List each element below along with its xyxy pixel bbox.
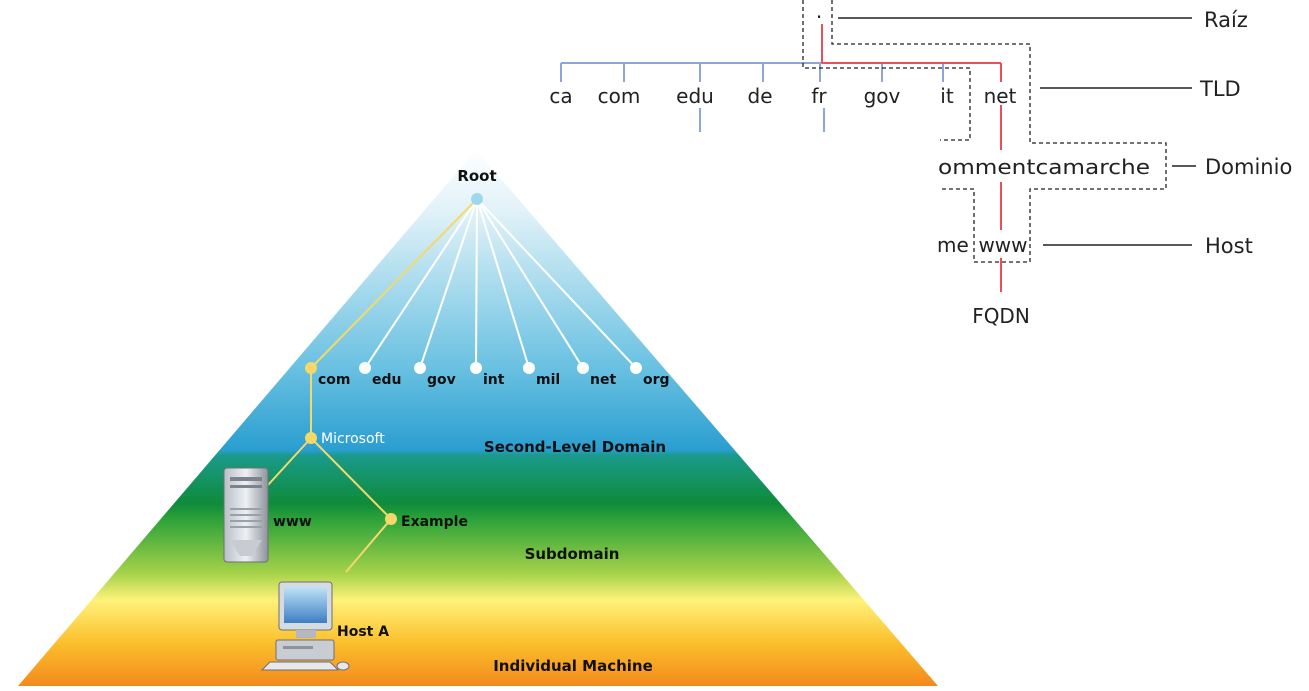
microsoft-label: Microsoft xyxy=(321,431,385,447)
fqdn-path xyxy=(821,24,1002,292)
dns-tree: . ca com edu de fr gov it net ommentcama… xyxy=(549,0,1292,328)
tld-label-org: org xyxy=(643,372,670,388)
tld-label-mil: mil xyxy=(536,372,560,388)
server-icon xyxy=(223,467,269,563)
second-level-domain-band-label: Second-Level Domain xyxy=(484,438,666,456)
tree-tld-net: net xyxy=(984,84,1017,108)
tree-tld-ca: ca xyxy=(549,84,572,108)
example-label: Example xyxy=(401,514,468,530)
tld-node-mil xyxy=(523,362,535,374)
level-label-root: Raíz xyxy=(1204,8,1248,32)
dns-pyramid: Root com edu gov int mil net org Microso… xyxy=(18,150,938,686)
tld-label-int: int xyxy=(483,372,505,388)
tree-tld-gov: gov xyxy=(864,84,901,108)
tld-node-org xyxy=(630,362,642,374)
tld-label-edu: edu xyxy=(372,372,401,388)
tld-label-gov: gov xyxy=(427,372,456,388)
subdomain-band-label: Subdomain xyxy=(525,545,620,563)
computer-icon xyxy=(260,581,350,671)
root-to-tld-links xyxy=(364,198,637,369)
tld-node-edu xyxy=(359,362,371,374)
tree-host-label: www xyxy=(978,233,1027,257)
host-a-label: Host A xyxy=(337,624,389,640)
pyramid-body xyxy=(18,150,938,686)
root-label: Root xyxy=(457,167,496,185)
tree-tld-com: com xyxy=(598,84,641,108)
root-node xyxy=(471,193,483,205)
tld-label-com: com xyxy=(318,372,351,388)
level-label-host: Host xyxy=(1205,234,1253,258)
tree-host-prefix: me xyxy=(937,233,969,257)
tree-tld-fr: fr xyxy=(811,84,827,108)
tree-tld-it: it xyxy=(940,84,954,108)
microsoft-node xyxy=(305,432,317,444)
tree-tld-edu: edu xyxy=(676,84,714,108)
fqdn-label: FQDN xyxy=(972,304,1030,328)
tree-domain-label: ommentcamarche xyxy=(938,155,1150,179)
tree-tld-de: de xyxy=(748,84,773,108)
individual-machine-band-label: Individual Machine xyxy=(493,657,653,675)
zone-outlines xyxy=(802,0,1167,263)
tree-root-dot: . xyxy=(816,0,822,23)
www-label: www xyxy=(273,514,312,530)
tld-node-int xyxy=(470,362,482,374)
level-label-tld: TLD xyxy=(1199,77,1241,101)
tld-node-net xyxy=(577,362,589,374)
tld-node-gov xyxy=(414,362,426,374)
level-label-domain: Dominio xyxy=(1205,155,1292,179)
example-node xyxy=(385,513,397,525)
tld-label-net: net xyxy=(590,372,616,388)
tld-node-com xyxy=(305,362,317,374)
level-connectors xyxy=(838,17,1196,246)
highlight-resolution-path xyxy=(267,198,478,573)
